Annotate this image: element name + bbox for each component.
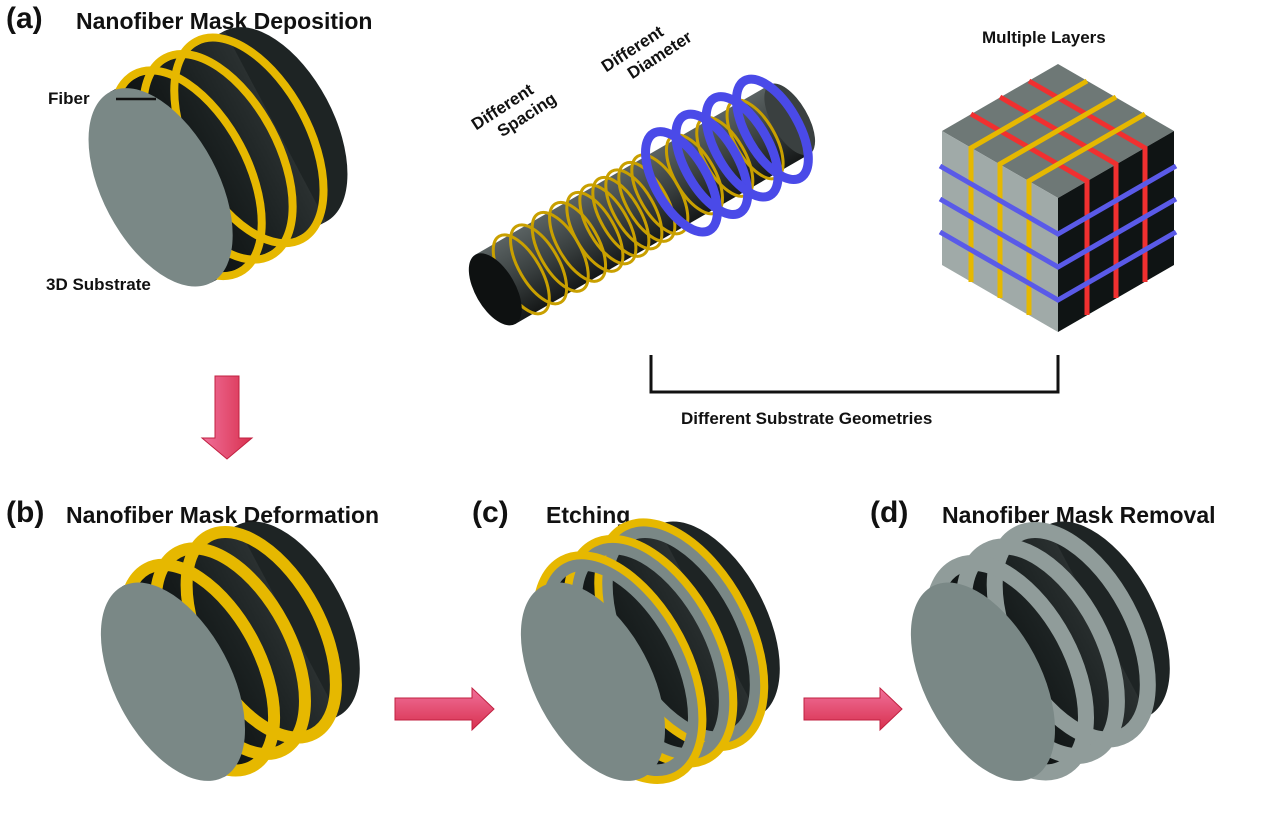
- panel-a-cylinder: [88, 27, 348, 287]
- panel-b-title: Nanofiber Mask Deformation: [66, 502, 380, 528]
- tube-front-end: [468, 253, 522, 326]
- gold-fibers: [968, 78, 1147, 315]
- cylinder-body: [109, 30, 327, 283]
- geometries-label: Different Substrate Geometries: [681, 409, 933, 428]
- multiple-layers-label: Multiple Layers: [982, 28, 1106, 47]
- right-arrow-icon-2: [803, 686, 903, 732]
- fiber-label: Fiber: [48, 89, 90, 108]
- panel-c-title: Etching: [546, 502, 631, 528]
- cylinder-front-face: [88, 88, 233, 287]
- panel-d-title: Nanofiber Mask Removal: [942, 502, 1216, 528]
- panel-a-letter: (a): [6, 2, 43, 35]
- tube-substrate: [468, 74, 816, 326]
- panel-d-letter: (d): [870, 496, 909, 529]
- panel-b-cylinder: [100, 521, 360, 781]
- layered-cube: [938, 64, 1178, 332]
- right-arrow-icon-1: [394, 686, 495, 732]
- red-fibers: [969, 78, 1148, 315]
- blue-fibers: [938, 163, 1178, 303]
- tube-blue-rings: [641, 74, 813, 237]
- substrate-label: 3D Substrate: [46, 275, 151, 294]
- panel-c-cylinder: [520, 518, 780, 784]
- panel-c-letter: (c): [472, 496, 509, 529]
- panel-a-title: Nanofiber Mask Deposition: [76, 8, 373, 34]
- geometries-bracket: [649, 355, 1060, 394]
- down-arrow-icon: [200, 375, 254, 460]
- panel-d-cylinder: [910, 521, 1170, 781]
- panel-b-letter: (b): [6, 496, 45, 529]
